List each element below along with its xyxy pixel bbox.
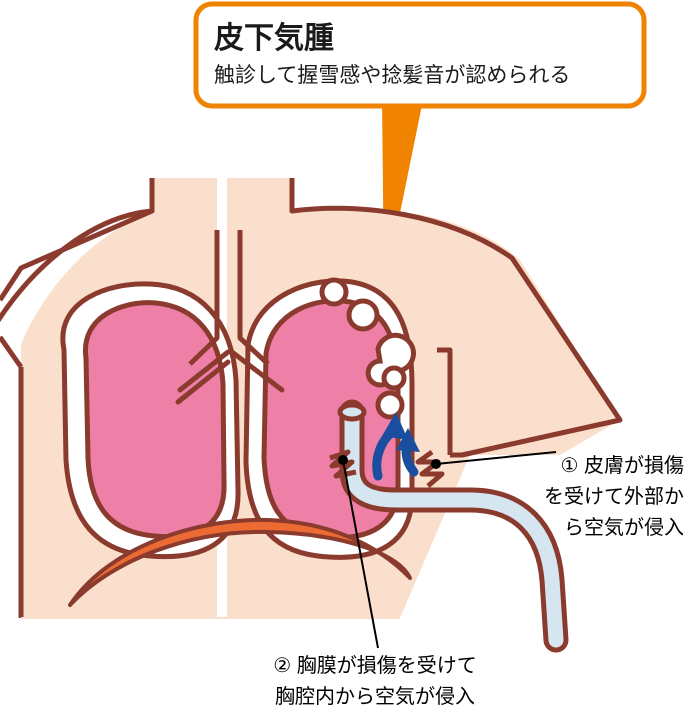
callout-subtitle: 触診して握雪感や捻髪音が認められる bbox=[214, 64, 570, 87]
leader-dot-skin-injury bbox=[431, 459, 441, 469]
air-flow-arrowhead-short bbox=[396, 428, 420, 452]
chest-tube-tip bbox=[337, 402, 367, 422]
annotation-pleura-injury-line2: 胸腔内から空気が侵入 bbox=[275, 685, 475, 708]
air-bubble bbox=[319, 277, 349, 307]
left-bronchus bbox=[177, 349, 231, 393]
annotation-skin-injury-line3: ら空気が侵入 bbox=[564, 516, 684, 539]
annotation-pleura-injury-line1: ② 胸膜が損傷を受けて bbox=[273, 654, 477, 677]
annotation-skin-injury-line2: を受けて外部か bbox=[544, 485, 684, 508]
air-bubble bbox=[381, 365, 407, 391]
right-bronchus bbox=[229, 349, 285, 393]
right-arm-cutaway bbox=[450, 417, 621, 458]
leader-dot-pleura-injury bbox=[338, 455, 348, 465]
left-bronchus-lower bbox=[175, 359, 231, 405]
callout-title: 皮下気腫 bbox=[214, 22, 334, 55]
left-lung bbox=[83, 300, 227, 540]
air-bubble bbox=[346, 298, 380, 332]
chest-tube-lumen bbox=[344, 404, 564, 648]
wound-edge-right bbox=[415, 449, 445, 488]
trachea bbox=[188, 230, 220, 366]
leader-line-skin-injury bbox=[435, 451, 557, 465]
trachea-right-wall bbox=[237, 230, 270, 366]
annotation-skin-injury-line1: ① 皮膚が損傷 bbox=[561, 454, 685, 477]
leader-line-pleura-injury bbox=[342, 459, 379, 649]
right-axilla-inner bbox=[437, 347, 453, 455]
callout-box bbox=[193, 1, 647, 109]
left-axilla-notch bbox=[0, 335, 24, 369]
left-shoulder-curve bbox=[0, 208, 155, 323]
right-shoulder-curve bbox=[289, 205, 623, 423]
air-flow-arrowhead-tall bbox=[382, 412, 408, 440]
diaphragm bbox=[68, 517, 412, 607]
air-bubble bbox=[375, 390, 405, 420]
